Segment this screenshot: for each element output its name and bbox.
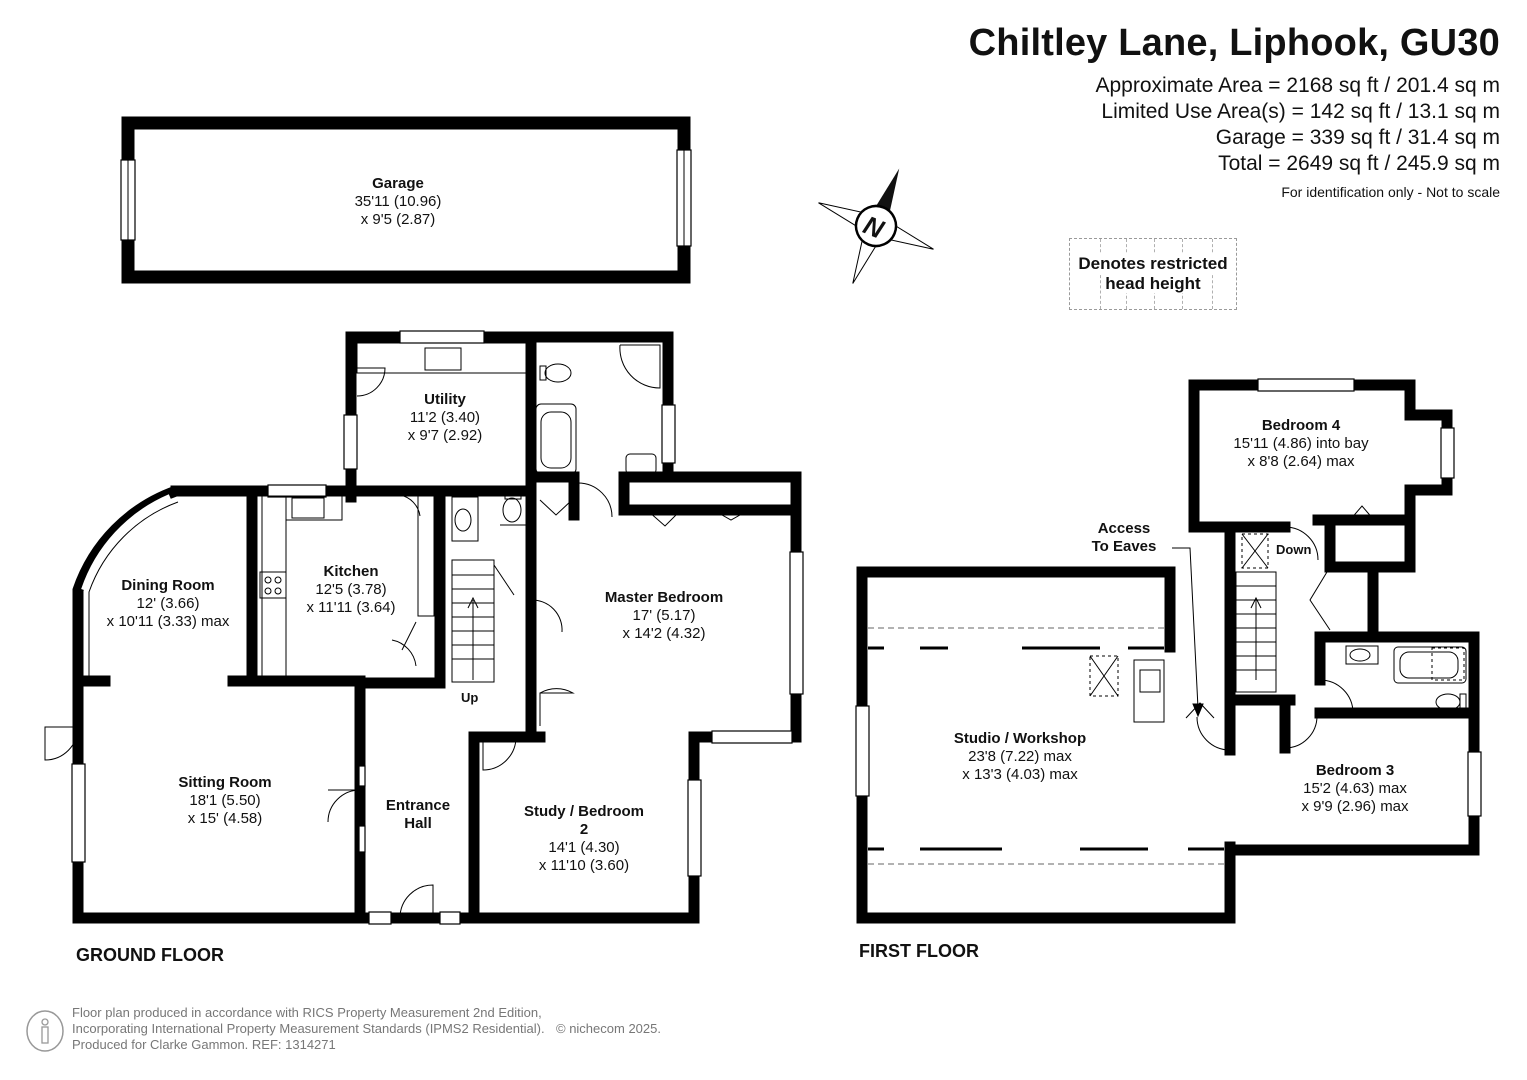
room-dimension: 18'1 (5.50) [189,792,261,809]
room-name: Bedroom 3 [1315,762,1395,779]
first-floor-label: FIRST FLOOR [859,941,979,961]
room-name: Kitchen [323,563,379,580]
room-dimension: x 11'10 (3.60) [538,857,630,874]
room-dimension: x 10'11 (3.33) max [106,613,230,630]
room-studio: Studio / Workshop 23'8 (7.22) max x 13'3… [930,730,1110,784]
room-dimension: x 9'7 (2.92) [407,427,483,444]
room-name: Entrance [385,797,451,814]
room-dimension: 11'2 (3.40) [409,409,481,426]
access-to-eaves-label: Access To Eaves [1080,520,1168,556]
first-floor-windows [855,378,1482,817]
compass-rose [818,168,934,284]
first-floor-beams [868,646,1224,851]
room-garage: Garage 35'11 (10.96) x 9'5 (2.87) [318,175,478,229]
room-name: Utility [424,391,466,408]
room-name: Bedroom 4 [1261,417,1341,434]
room-master-bedroom: Master Bedroom 17' (5.17) x 14'2 (4.32) [580,589,748,643]
room-utility: Utility 11'2 (3.40) x 9'7 (2.92) [372,391,518,445]
room-name: Garage [372,175,424,192]
stairs-up-label: Up [461,690,479,705]
room-name: Studio / Workshop [953,730,1087,747]
approximate-area: Approximate Area = 2168 sq ft / 201.4 sq… [1095,74,1501,97]
first-floor-walls [856,379,1480,924]
room-dimension: x 13'3 (4.03) max [962,766,1078,783]
room-kitchen: Kitchen 12'5 (3.78) x 11'11 (3.64) [281,563,421,617]
garage-area: Garage = 339 sq ft / 31.4 sq m [1215,126,1500,149]
copyright: © nichecom 2025. [556,1021,661,1036]
ground-floor-label: GROUND FLOOR [76,945,224,965]
room-study: Study / Bedroom 2 14'1 (4.30) x 11'10 (3… [504,803,664,875]
room-sitting: Sitting Room 18'1 (5.50) x 15' (4.58) [150,774,300,828]
room-dimension: x 9'9 (2.96) max [1301,798,1409,815]
legend-line-1: Denotes restricted [1076,254,1230,273]
footer-line-3: Produced for Clarke Gammon. REF: 1314271 [72,1037,336,1052]
eaves-line-2: To Eaves [1091,538,1157,555]
legend-line-2: head height [1103,274,1203,293]
footer-text: Floor plan produced in accordance with R… [72,1005,545,1053]
room-name: 2 [579,821,589,838]
footer-line-1: Floor plan produced in accordance with R… [72,1005,542,1020]
ground-floor-doors [44,342,748,919]
dining-bay [72,485,179,683]
room-dimension: 14'1 (4.30) [548,839,620,856]
room-dimension: 17' (5.17) [632,607,696,624]
garage-walls [120,116,692,284]
eaves-line-1: Access [1097,520,1151,537]
person-icon [26,1010,64,1052]
room-dimension: 35'11 (10.96) [354,193,442,210]
room-name: Dining Room [121,577,215,594]
scale-note: For identification only - Not to scale [1281,184,1500,200]
ground-floor-windows [71,330,804,925]
room-name: Hall [404,815,432,832]
room-dimension: x 14'2 (4.32) [622,625,706,642]
room-dimension: x 11'11 (3.64) [306,599,396,616]
room-dimension: 12'5 (3.78) [315,581,387,598]
room-dimension: x 9'5 (2.87) [360,211,436,228]
room-name: Sitting Room [178,774,272,791]
footer-line-2: Incorporating International Property Mea… [72,1021,545,1036]
total-area: Total = 2649 sq ft / 245.9 sq m [1218,152,1500,175]
restricted-height-legend: Denotes restricted head height [1069,238,1237,310]
room-name: Master Bedroom [604,589,724,606]
first-floor-fixtures [1089,505,1467,751]
room-name: Study / Bedroom [523,803,644,820]
room-dimension: x 8'8 (2.64) max [1247,453,1355,470]
room-dimension: x 15' (4.58) [187,810,263,827]
room-dimension: 15'11 (4.86) into bay [1233,435,1369,452]
room-dining: Dining Room 12' (3.66) x 10'11 (3.33) ma… [86,577,250,631]
room-bedroom-3: Bedroom 3 15'2 (4.63) max x 9'9 (2.96) m… [1280,762,1430,816]
room-bedroom-4: Bedroom 4 15'11 (4.86) into bay x 8'8 (2… [1212,417,1390,471]
room-entrance-hall: Entrance Hall [368,797,468,833]
room-dimension: 23'8 (7.22) max [968,748,1072,765]
limited-use-area: Limited Use Area(s) = 142 sq ft / 13.1 s… [1101,100,1500,123]
page-title: Chiltley Lane, Liphook, GU30 [968,22,1500,64]
room-dimension: 15'2 (4.63) max [1303,780,1407,797]
room-dimension: 12' (3.66) [136,595,200,612]
stairs-down-label: Down [1276,542,1312,557]
